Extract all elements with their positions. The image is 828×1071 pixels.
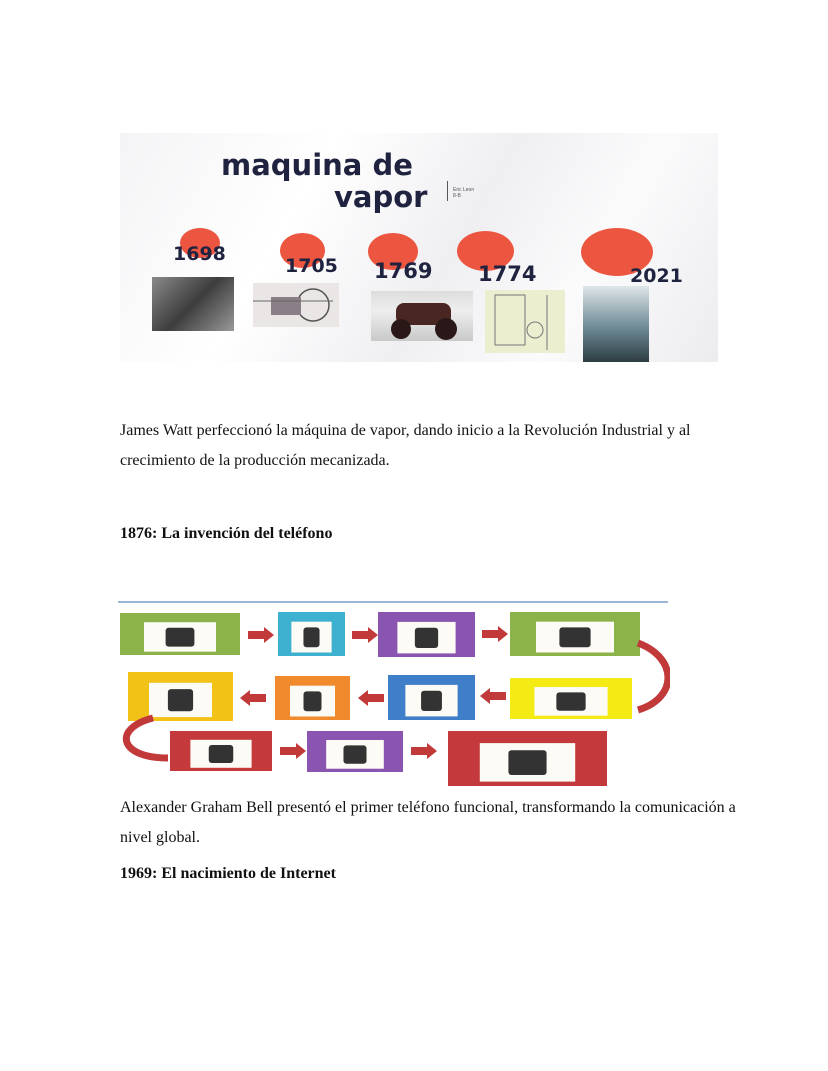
phone-icon: [303, 691, 322, 712]
phone-icon: [208, 745, 234, 763]
paragraph-watt: James Watt perfeccionó la máquina de vap…: [120, 422, 691, 469]
phone-icon: [343, 745, 367, 764]
phone-icon: [414, 627, 439, 648]
year-label: 1705: [285, 255, 338, 277]
curve-arrow-right: [636, 639, 670, 714]
timeline-dot: [180, 228, 220, 258]
year-label: 1769: [374, 259, 433, 283]
flow-arrow: [240, 690, 266, 706]
year-label: 1698: [173, 243, 226, 265]
phone-icon: [559, 627, 591, 648]
year-label: 1774: [478, 262, 537, 286]
timeline-dot: [457, 231, 514, 271]
phone-icon: [167, 689, 194, 712]
phone-icon: [556, 692, 586, 711]
timeline-dot: [280, 233, 325, 268]
infographic-title-line1: maquina de: [221, 148, 413, 182]
year-label: 2021: [630, 265, 683, 287]
flow-arrow: [358, 690, 384, 706]
flow-arrow: [482, 626, 508, 642]
phone-evolution-diagram: [118, 601, 670, 786]
flow-arrow: [280, 743, 306, 759]
traction-engine-photo: [371, 291, 473, 341]
paragraph-bell: Alexander Graham Bell presentó el primer…: [120, 799, 736, 846]
phone-icon: [508, 750, 547, 775]
timeline-dot: [581, 228, 653, 276]
phone-icon: [421, 690, 442, 711]
phone-icon: [165, 627, 195, 647]
curve-arrow-left: [122, 714, 169, 762]
timeline-dot: [368, 233, 418, 270]
heading-internet: 1969: El nacimiento de Internet: [120, 865, 336, 882]
steam-locomotive-photo: [583, 286, 649, 362]
newcomen-engine-drawing: [253, 283, 339, 327]
heading-telefono: 1876: La invención del teléfono: [120, 525, 333, 542]
flow-arrow: [411, 743, 437, 759]
title-divider: [447, 181, 448, 201]
flow-arrow: [248, 627, 274, 643]
infographic-title-line2: vapor: [334, 180, 428, 214]
savery-engine-photo: [152, 277, 234, 331]
phone-icon: [303, 627, 320, 648]
watt-engine-drawing: [485, 290, 565, 353]
flow-arrow: [480, 688, 506, 704]
flow-arrow: [352, 627, 378, 643]
